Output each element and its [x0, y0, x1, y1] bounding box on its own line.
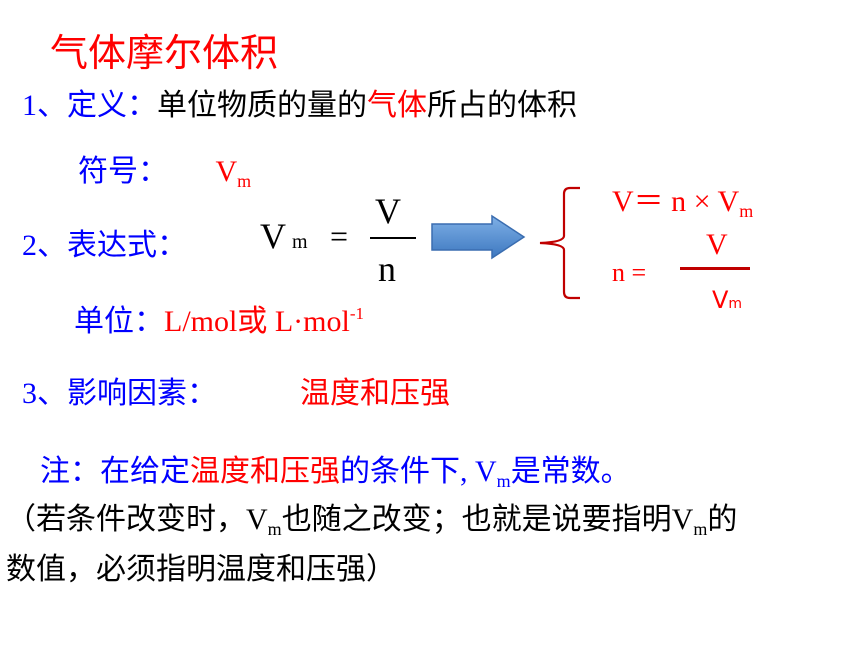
- paragraph-1c: 的: [707, 503, 738, 536]
- derived-den-v: V: [712, 286, 729, 314]
- formula-fraction-bar: [370, 237, 416, 239]
- brace-icon: [539, 186, 580, 300]
- symbol-line: 符号： Vm: [78, 146, 251, 192]
- derived-formula-2-numerator: V: [706, 228, 728, 261]
- definition-text-post: 所占的体积: [427, 89, 577, 122]
- arrow-right-icon: [431, 214, 526, 260]
- expression-label: 表达式：: [67, 229, 187, 262]
- paragraph-sub-1: m: [267, 519, 282, 539]
- definition-line: 1、定义：单位物质的量的气体所占的体积: [22, 80, 577, 124]
- paragraph-sub-2: m: [693, 519, 708, 539]
- symbol-label: 符号：: [78, 155, 168, 188]
- factors-line: 3、影响因素：: [22, 368, 217, 412]
- unit-line: 单位：L/mol或 L·mol-1: [74, 296, 364, 340]
- derived-fraction-bar: [680, 267, 750, 270]
- paragraph-1b: 也随之改变；也就是说要指明V: [281, 503, 694, 536]
- formula-lhs-v: V: [260, 216, 286, 256]
- formula-equals: =: [330, 218, 349, 254]
- paragraph-1a: （若条件改变时，V: [6, 503, 268, 536]
- unit-text: L/mol或 L·mol: [164, 305, 350, 338]
- unit-sup: -1: [349, 304, 364, 323]
- formula-denominator: n: [378, 249, 396, 289]
- symbol-sub: m: [237, 171, 252, 191]
- factors-number: 3、: [22, 377, 67, 410]
- formula-numerator: V: [375, 191, 401, 231]
- symbol-v: V: [215, 155, 238, 188]
- derived-formula-1: V＝ n × Vm: [612, 176, 753, 222]
- derived-den-sub: m: [728, 296, 743, 312]
- note-condition: 温度和压强: [190, 455, 340, 488]
- expression-number: 2、: [22, 229, 67, 262]
- factors-label: 影响因素：: [67, 377, 217, 410]
- note-line: 注：在给定温度和压强的条件下, Vm是常数。: [40, 446, 631, 492]
- page-title: 气体摩尔体积: [50, 33, 279, 75]
- paragraph-line-1: （若条件改变时，Vm也随之改变；也就是说要指明Vm的: [6, 494, 737, 540]
- derived-formula-1-text: V＝ n × V: [612, 185, 740, 218]
- unit-label: 单位：: [74, 305, 164, 338]
- paragraph-line-2: 数值，必须指明温度和压强）: [6, 553, 396, 586]
- note-sub: m: [496, 471, 511, 491]
- derived-formula-2-denominator: Vm: [712, 286, 742, 314]
- factors-value: 温度和压强: [300, 377, 450, 410]
- derived-formula-1-sub: m: [739, 201, 754, 221]
- definition-number: 1、: [22, 89, 67, 122]
- symbol-value: Vm: [215, 155, 252, 191]
- expression-label-line: 2、表达式：: [22, 220, 187, 264]
- note-end: 是常数。: [510, 455, 631, 488]
- definition-label: 定义：: [67, 89, 157, 122]
- definition-gas: 气体: [367, 89, 427, 122]
- definition-text-pre: 单位物质的量的: [157, 89, 367, 122]
- derived-formula-2-lhs: n =: [612, 258, 647, 287]
- formula-lhs-sub: m: [292, 231, 308, 253]
- note-label: 注：在给定: [40, 455, 190, 488]
- note-mid: 的条件下, V: [340, 455, 497, 488]
